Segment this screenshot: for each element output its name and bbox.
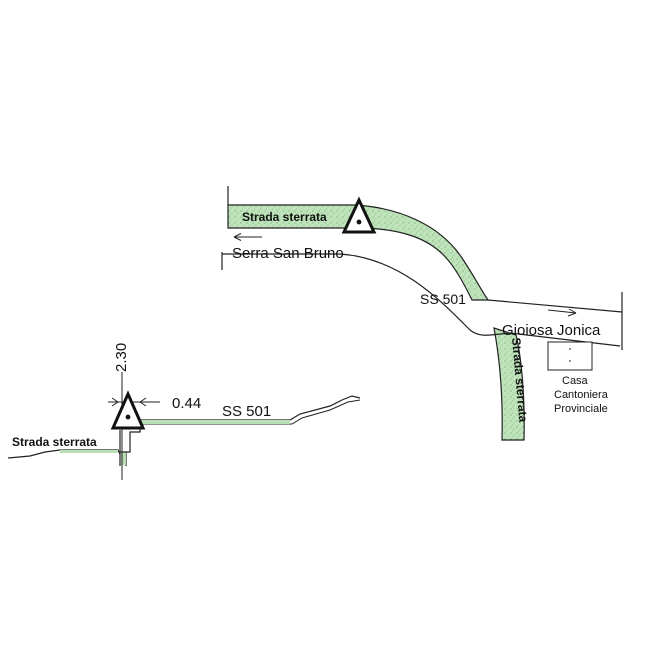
section-view: 2.30 0.44 SS 501 Strada sterrata: [7, 343, 361, 480]
road-number-label: SS 501: [420, 291, 466, 307]
building-casa-cantoniera: [547, 341, 593, 371]
road-left-label: Serra San Bruno: [232, 245, 344, 262]
main-road-upper-edge: [487, 299, 623, 313]
height-dimension-label: 2.30: [113, 343, 130, 372]
dimension-tick-right: [139, 397, 147, 407]
building-label-line2: Cantoniera: [554, 389, 609, 401]
section-dirt-road-label: Strada sterrata: [12, 435, 97, 449]
dirt-road-upper-label: Strada sterrata: [242, 210, 327, 224]
station-triangle-icon: [110, 390, 146, 430]
dirt-road-section-fill: [60, 450, 118, 453]
main-road-lower-edge: [222, 253, 621, 347]
road-right-label: Gioiosa Jonica: [502, 322, 601, 339]
dirt-road-upper-strip: [227, 204, 490, 301]
offset-dimension-label: 0.44: [172, 395, 201, 412]
road-surface-fill: [140, 420, 290, 424]
dimension-tick-left: [111, 397, 119, 407]
direction-arrow-icon: [547, 308, 577, 317]
terrain-left: [7, 449, 121, 459]
direction-arrow-icon: [233, 233, 262, 241]
station-triangle-icon: [341, 196, 377, 234]
section-road-label: SS 501: [222, 403, 271, 420]
dirt-road-lower-strip: [493, 327, 525, 441]
plan-view: Strada sterrata Serra San Bruno SS 501 G…: [221, 186, 623, 441]
building-label-line1: Casa: [562, 375, 589, 387]
building-label-line3: Provinciale: [554, 403, 608, 415]
